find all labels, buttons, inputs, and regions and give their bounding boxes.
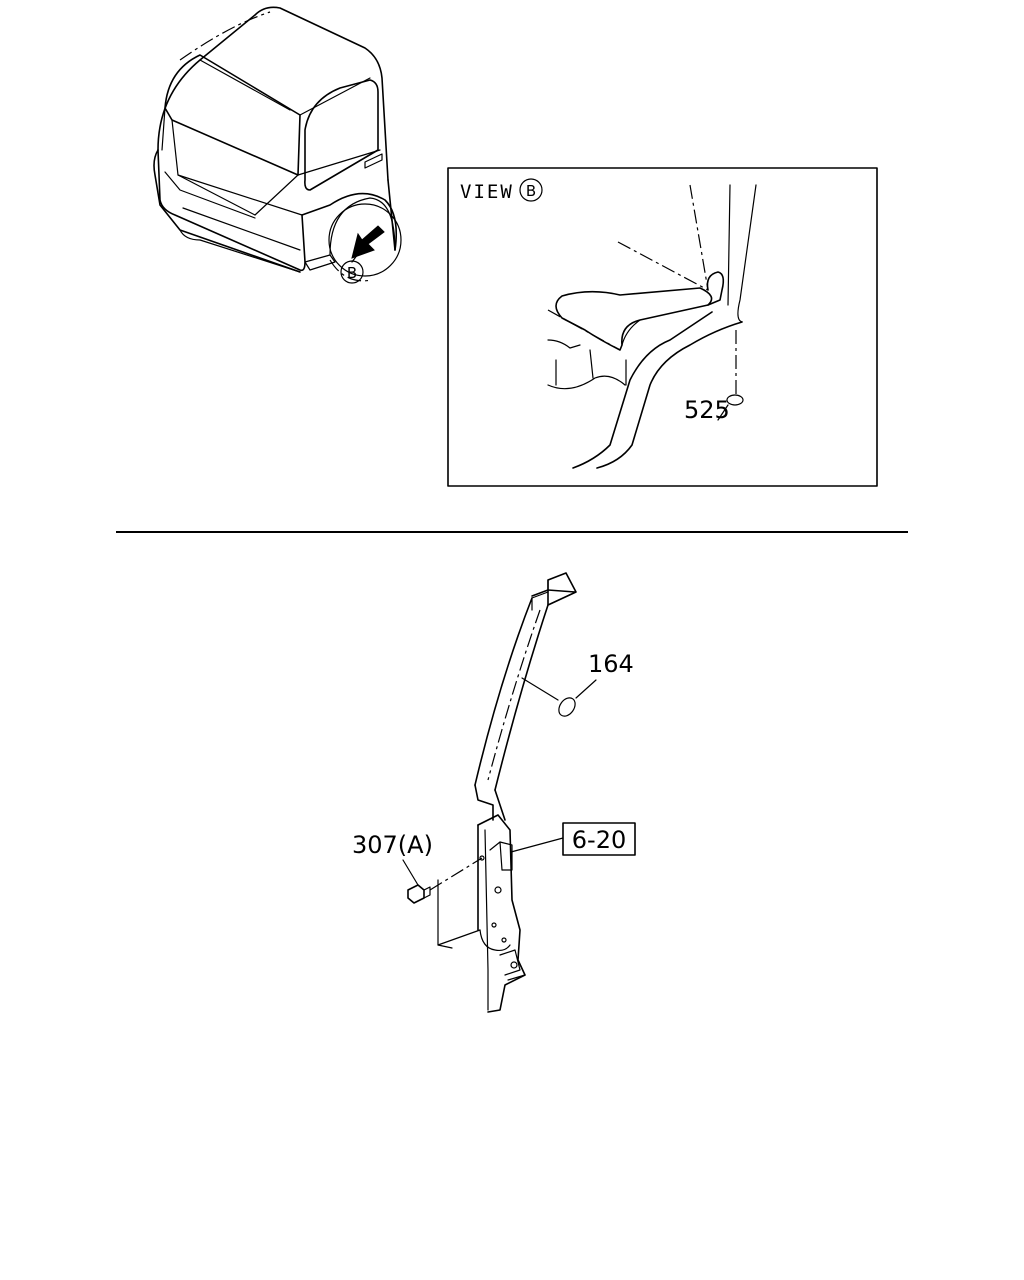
truck-cab-drawing <box>153 6 402 282</box>
cab-view-b-label: B <box>347 264 357 282</box>
plug-525-icon <box>726 394 744 406</box>
ref-box-6-20 <box>562 822 636 856</box>
pillar-assembly-drawing: 164 307(A) 6-20 <box>352 572 636 1013</box>
callout-307a: 307(A) <box>352 831 433 859</box>
callout-525: 525 <box>684 396 730 424</box>
view-title: VIEW <box>460 181 514 203</box>
cab-view-b-marker: B <box>340 260 364 284</box>
view-b-marker-label: B <box>526 182 536 200</box>
bolt-307a-icon <box>407 884 431 904</box>
view-b-detail-box: VIEW B 525 <box>447 167 878 487</box>
ref-box-label: 6-20 <box>572 826 626 854</box>
plug-164-icon <box>558 697 576 717</box>
callout-164: 164 <box>588 650 634 678</box>
view-b-pointer-arrow-icon <box>351 225 385 259</box>
